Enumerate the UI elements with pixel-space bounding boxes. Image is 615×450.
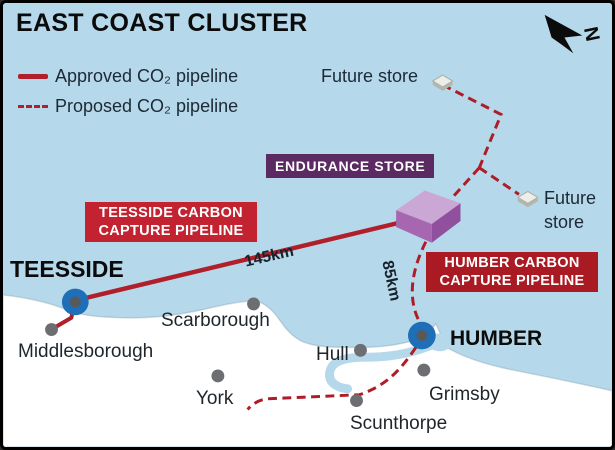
endurance-store-badge: ENDURANCE STORE	[266, 154, 435, 178]
city-label-scunthorpe: Scunthorpe	[350, 413, 448, 434]
city-label-hull: Hull	[316, 344, 349, 365]
teesside-hub-label: TEESSIDE	[10, 256, 124, 282]
city-label-grimsby: Grimsby	[429, 384, 500, 405]
humber-hub-label: HUMBER	[450, 327, 543, 350]
proposed-pipeline-future-top	[441, 83, 503, 169]
proposed-pipeline-humber-offshore	[410, 241, 428, 324]
humber-node	[408, 321, 436, 350]
city-label-middlesborough: Middlesborough	[18, 341, 154, 362]
land	[3, 294, 612, 447]
svg-text:N: N	[579, 25, 604, 43]
proposed-pipeline-label: Proposed CO₂ pipeline	[55, 95, 239, 116]
proposed-pipeline-humber-onshore	[246, 346, 418, 411]
approved-pipeline-label: Approved CO₂ pipeline	[55, 65, 239, 86]
future-store-right-label: Future store	[544, 186, 596, 234]
proposed-pipeline-swatch	[18, 104, 48, 108]
city-dot-middlesborough	[45, 323, 58, 336]
city-dot-grimsby	[417, 363, 431, 377]
teesside-pipeline-line1: TEESSIDE CARBON	[99, 205, 243, 221]
future-store-icon-top	[431, 74, 454, 91]
city-label-york: York	[196, 388, 234, 409]
legend-row-proposed: Proposed CO₂ pipeline	[18, 91, 238, 121]
city-dot-scunthorpe	[350, 394, 363, 408]
estuary-river	[325, 335, 449, 394]
north-arrow-icon: N	[544, 14, 604, 54]
proposed-pipeline-endurance-branch	[450, 166, 481, 200]
page-title: EAST COAST CLUSTER	[16, 9, 308, 37]
city-dot-hull	[354, 343, 367, 357]
endurance-store-cube	[396, 190, 461, 243]
future-store-icon-right	[516, 190, 539, 208]
future-store-right-line2: store	[544, 212, 585, 232]
city-dot-scarborough	[247, 297, 260, 311]
legend-row-approved: Approved CO₂ pipeline	[18, 61, 238, 91]
teesside-pipeline-badge: TEESSIDE CARBON CAPTURE PIPELINE	[85, 202, 257, 242]
future-store-right-line1: Future	[544, 188, 597, 208]
legend: Approved CO₂ pipeline Proposed CO₂ pipel…	[18, 61, 238, 121]
teesside-node	[61, 288, 89, 316]
city-dot-york	[211, 369, 225, 383]
humber-pipeline-badge: HUMBER CARBON CAPTURE PIPELINE	[426, 252, 598, 292]
approved-pipeline-swatch	[18, 73, 48, 79]
approved-pipeline-teesside	[76, 220, 399, 303]
teesside-pipeline-line2: CAPTURE PIPELINE	[98, 223, 244, 239]
proposed-pipeline-future-right	[478, 166, 520, 196]
humber-pipeline-line1: HUMBER CARBON	[444, 255, 580, 271]
future-store-top-label: Future store	[321, 66, 419, 86]
humber-pipeline-line2: CAPTURE PIPELINE	[439, 273, 585, 289]
city-label-scarborough: Scarborough	[161, 310, 270, 331]
